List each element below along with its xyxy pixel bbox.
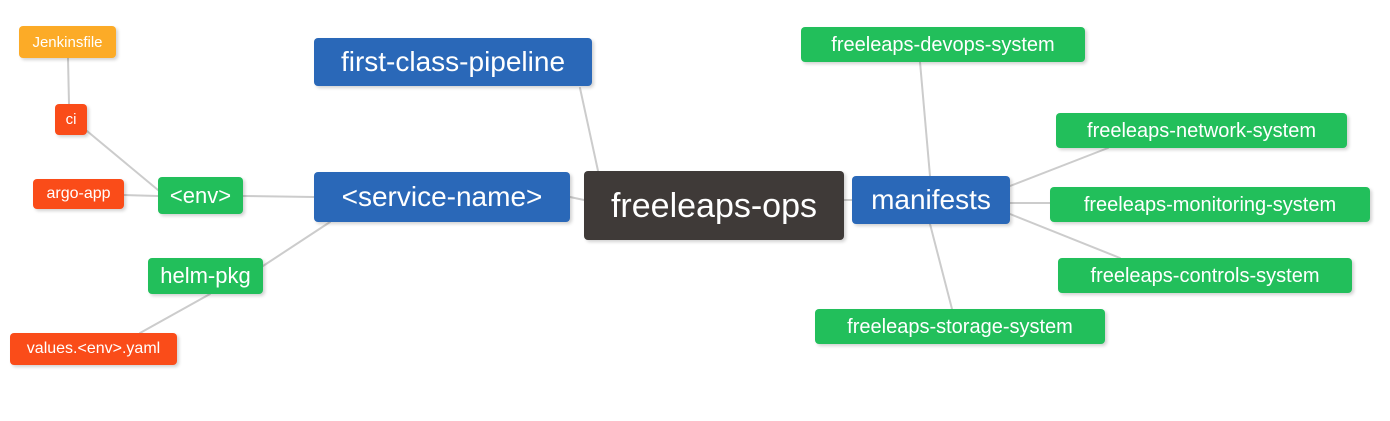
mindmap-node-storage[interactable]: freeleaps-storage-system xyxy=(815,309,1105,344)
mindmap-node-label: freeleaps-ops xyxy=(610,186,817,225)
mindmap-node-network[interactable]: freeleaps-network-system xyxy=(1056,113,1347,148)
mindmap-node-devops[interactable]: freeleaps-devops-system xyxy=(801,27,1085,62)
edge-root-to-service xyxy=(569,196,585,201)
mindmap-node-service[interactable]: <service-name> xyxy=(314,172,570,222)
mindmap-node-label: argo-app xyxy=(46,185,111,202)
mindmap-node-env[interactable]: <env> xyxy=(158,177,243,214)
mindmap-node-label: freeleaps-monitoring-system xyxy=(1083,193,1337,216)
mindmap-node-label: ci xyxy=(65,111,77,128)
mindmap-node-values[interactable]: values.<env>.yaml xyxy=(10,333,177,365)
mindmap-node-label: <env> xyxy=(169,182,232,208)
mindmap-node-label: manifests xyxy=(871,184,991,215)
edge-helm-to-values xyxy=(139,293,211,334)
mindmap-node-label: values.<env>.yaml xyxy=(26,340,161,357)
edge-ci-to-jenkinsfile xyxy=(67,57,70,105)
mindmap-node-monitoring[interactable]: freeleaps-monitoring-system xyxy=(1050,187,1370,222)
edge-service-to-helm xyxy=(262,221,331,267)
edge-env-to-argo xyxy=(123,194,159,197)
mindmap-node-argo[interactable]: argo-app xyxy=(33,179,124,209)
mindmap-node-label: first-class-pipeline xyxy=(340,46,566,77)
mindmap-node-manifests[interactable]: manifests xyxy=(852,176,1010,224)
mindmap-node-ci[interactable]: ci xyxy=(55,104,87,135)
mindmap-node-label: freeleaps-network-system xyxy=(1087,119,1316,142)
mindmap-node-label: freeleaps-storage-system xyxy=(847,315,1073,338)
mindmap-node-label: helm-pkg xyxy=(160,263,251,288)
edge-manifests-to-network xyxy=(1009,147,1109,187)
mindmap-node-jenkinsfile[interactable]: Jenkinsfile xyxy=(19,26,116,58)
edge-env-to-ci xyxy=(86,130,159,191)
mindmap-node-label: freeleaps-controls-system xyxy=(1090,264,1320,287)
mindmap-node-root[interactable]: freeleaps-ops xyxy=(584,171,844,240)
mindmap-node-label: freeleaps-devops-system xyxy=(831,33,1055,56)
mindmap-node-label: <service-name> xyxy=(341,181,543,212)
mindmap-node-pipeline[interactable]: first-class-pipeline xyxy=(314,38,592,86)
mindmap-node-controls[interactable]: freeleaps-controls-system xyxy=(1058,258,1352,293)
mindmap-node-helm[interactable]: helm-pkg xyxy=(148,258,263,294)
edge-manifests-to-storage xyxy=(929,223,953,310)
edge-manifests-to-devops xyxy=(919,61,931,177)
edge-manifests-to-controls xyxy=(1009,213,1121,259)
mindmap-node-label: Jenkinsfile xyxy=(32,33,103,51)
edge-root-to-pipeline xyxy=(579,87,601,181)
edge-service-to-env xyxy=(242,195,315,198)
